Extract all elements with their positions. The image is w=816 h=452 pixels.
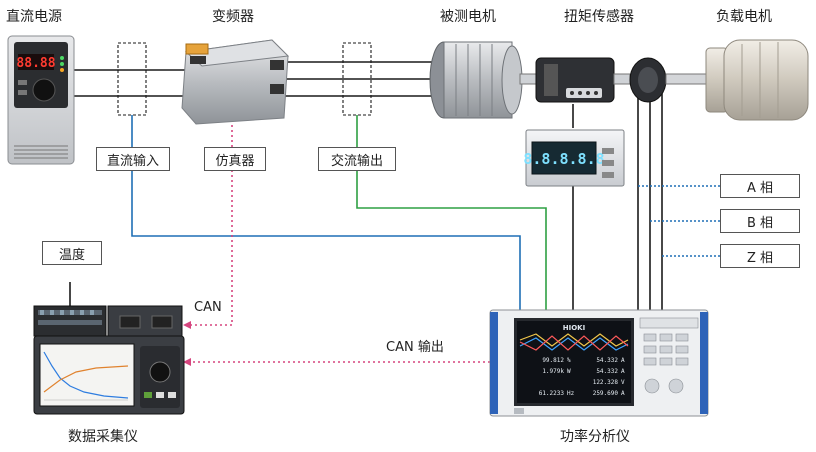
- inverter: [181, 39, 290, 125]
- box-phase-a: A 相: [720, 174, 800, 198]
- motor-under-test: [429, 41, 539, 119]
- ac-output-wire: [356, 115, 547, 310]
- can-arrow-lower: [183, 358, 191, 366]
- analyzer-value-right: 122.328: [593, 379, 619, 386]
- torque-meter-readout: 8.8.8.8.8: [523, 150, 604, 168]
- analyzer-unit-left: W: [567, 368, 571, 375]
- label-torque-sensor: 扭矩传感器: [564, 9, 634, 25]
- data-logger: [33, 305, 185, 415]
- power-lines: [69, 61, 663, 312]
- label-load-motor: 负载电机: [716, 9, 772, 25]
- analyzer-value-right: 54.332: [596, 357, 618, 364]
- label-dc-power: 直流电源: [6, 9, 62, 25]
- dc-input-wire: [131, 115, 521, 310]
- analyzer-unit-right: A: [621, 390, 625, 397]
- analyzer-value-left: 61.2233: [539, 390, 565, 397]
- box-ac-output: 交流输出: [318, 147, 396, 171]
- dc-power-supply: 88.88: [7, 35, 75, 165]
- analyzer-unit-right: A: [621, 357, 625, 364]
- box-emulator: 仿真器: [204, 147, 266, 171]
- load-motor: [705, 39, 809, 121]
- label-data-logger: 数据采集仪: [68, 429, 138, 445]
- encoder: [629, 57, 707, 103]
- analyzer-brand: HIOKI: [563, 324, 585, 332]
- analyzer-unit-left: Hz: [567, 390, 575, 397]
- box-phase-b: B 相: [720, 209, 800, 233]
- torque-meter: 8.8.8.8.8: [523, 129, 625, 187]
- label-power-analyzer: 功率分析仪: [560, 429, 630, 445]
- analyzer-value-left: 1.979k: [542, 368, 564, 375]
- analyzer-value-right: 259.690: [593, 390, 619, 397]
- label-motor-under-test: 被测电机: [440, 9, 496, 25]
- label-inverter: 变频器: [212, 9, 254, 25]
- analyzer-value-left: 99.812: [542, 357, 564, 364]
- dc-power-readout: 88.88: [16, 56, 55, 71]
- torque-sensor: [535, 57, 631, 103]
- phase-signal-lines: [638, 185, 720, 257]
- emulator-can-wire: [190, 115, 233, 326]
- analyzer-unit-right: V: [621, 379, 625, 386]
- label-can: CAN: [194, 300, 222, 315]
- analyzer-unit-right: A: [621, 368, 625, 375]
- can-arrow-upper: [183, 321, 191, 329]
- label-can-output: CAN 输出: [386, 340, 444, 355]
- box-phase-z: Z 相: [720, 244, 800, 268]
- box-temperature: 温度: [42, 241, 102, 265]
- analyzer-value-right: 54.332: [596, 368, 618, 375]
- analyzer-keypad: [639, 317, 699, 394]
- analyzer-unit-left: %: [567, 357, 571, 364]
- box-dc-input: 直流输入: [96, 147, 170, 171]
